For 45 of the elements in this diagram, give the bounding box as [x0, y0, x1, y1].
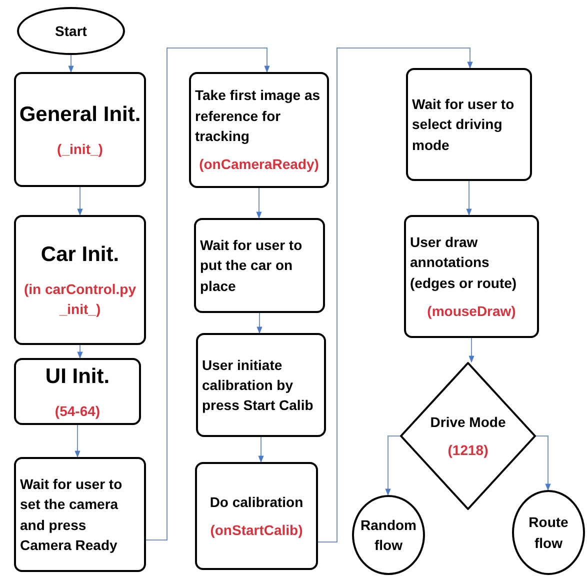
- process-box: [189, 72, 329, 188]
- code-reference: (1218): [448, 441, 488, 460]
- arrow: [68, 54, 74, 73]
- process-box: [195, 462, 318, 570]
- arrow: [74, 424, 80, 458]
- process-box: [404, 215, 539, 338]
- arrow: [256, 188, 262, 219]
- node-label: Wait for user to select driving mode: [412, 95, 516, 155]
- code-reference: (in carControl.py _init_): [22, 280, 137, 320]
- code-reference: (onCameraReady): [199, 155, 319, 174]
- arrow: [536, 436, 551, 491]
- node-label: Wait for user to put the car on place: [200, 236, 304, 296]
- arrow: [466, 180, 472, 216]
- code-reference: (onStartCalib): [210, 521, 303, 540]
- arrow: [318, 48, 473, 542]
- node-label: User initiate calibration by press Start Calib: [202, 356, 314, 416]
- code-reference: (mouseDraw): [427, 302, 516, 321]
- arrow: [77, 344, 83, 359]
- decision-diamond: [400, 362, 536, 510]
- process-box: [14, 72, 146, 187]
- process-box: [194, 218, 325, 313]
- arrow: [256, 312, 262, 334]
- node-label: User draw annotations (edges or route): [410, 232, 518, 293]
- arrow: [146, 48, 270, 540]
- arrow: [258, 436, 264, 463]
- arrow: [385, 436, 400, 496]
- node-label: Do calibration: [210, 492, 304, 512]
- arrow: [468, 338, 474, 363]
- code-reference: (54-64): [54, 402, 100, 421]
- node-label: Random flow: [360, 516, 418, 555]
- arrow: [77, 186, 83, 216]
- process-box: [406, 68, 532, 181]
- process-box: [196, 333, 326, 437]
- node-label: UI Init.: [45, 364, 110, 390]
- process-box: [14, 358, 141, 425]
- node-label: Car Init.: [40, 242, 120, 268]
- code-reference: (_init_): [57, 140, 103, 159]
- process-box: [14, 215, 146, 345]
- node-label: Take first image as reference for tracking: [195, 86, 322, 146]
- node-label: Wait for user to set the camera and press Camera Ready: [20, 474, 124, 555]
- node-label: Drive Mode: [430, 412, 506, 432]
- node-label: Route flow: [528, 513, 570, 552]
- node-label: General Init.: [19, 102, 141, 128]
- node-label: Start: [55, 22, 87, 41]
- process-box: [14, 457, 146, 572]
